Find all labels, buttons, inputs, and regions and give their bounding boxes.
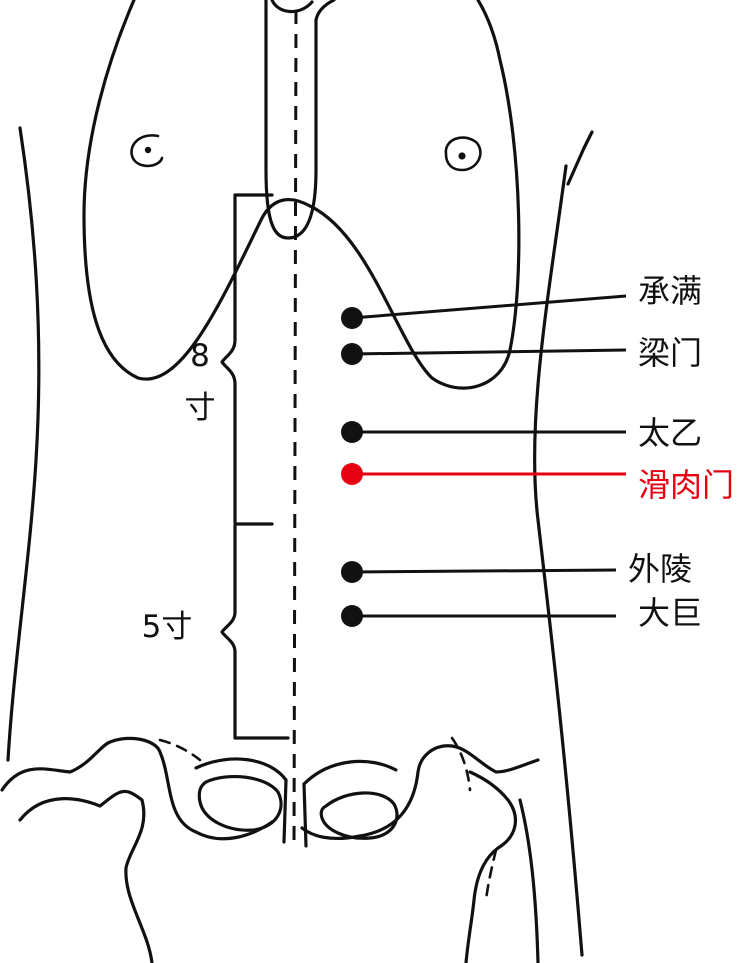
sternum-outline [264, 0, 336, 240]
left-pubis [194, 757, 288, 844]
acupoint-label-wailing: 外陵 [628, 550, 692, 588]
clavicle-notch [270, 0, 314, 14]
right-femur-shaft [518, 798, 540, 963]
left-nipple-icon [130, 134, 164, 168]
sternum [264, 0, 336, 240]
bracket-upper [220, 193, 274, 524]
right-obturator [319, 791, 399, 840]
right-arm-contour [566, 130, 594, 186]
anterior-midline [292, 9, 298, 851]
acupoint-dot-chengman [341, 307, 363, 329]
leader-line-wailing [351, 568, 617, 574]
acupoint-label-huaroumen: 滑肉门 [638, 466, 734, 504]
right-nipple-dot [458, 152, 466, 160]
right-pubis [302, 759, 398, 848]
lower-measure-label: 5寸 [142, 609, 193, 645]
acupoint-dot-wailing [341, 561, 363, 583]
acupoint-huaroumen: 滑肉门 [341, 463, 734, 504]
left-nipple-dot [144, 146, 152, 154]
acupoint-dot-liangmen [341, 343, 363, 365]
left-obturator [197, 774, 283, 832]
acupoint-label-chengman: 承满 [638, 272, 702, 310]
right-torso-contour [532, 164, 584, 957]
upper-measure-number: 8 [190, 338, 210, 374]
bracket-lower [220, 524, 290, 740]
leader-line-liangmen [351, 348, 627, 356]
pelvis [0, 736, 540, 963]
acupoint-label-taiyi: 太乙 [638, 414, 702, 452]
acupoint-dot-daju [341, 605, 363, 627]
right-acetabulum-dash [450, 736, 472, 792]
right-femur-head [464, 770, 517, 963]
left-femur-head [18, 789, 154, 963]
measurement-bracket [220, 193, 290, 740]
left-ilium [0, 736, 274, 841]
acupoint-chengman: 承满 [341, 272, 702, 329]
leader-line-chengman [351, 294, 627, 320]
left-torso-contour [6, 126, 41, 762]
left-acetabulum-dash [158, 738, 202, 762]
acupoint-wailing: 外陵 [341, 550, 692, 588]
acupoint-liangmen: 梁门 [341, 334, 702, 372]
acupoint-dot-huaroumen [341, 463, 363, 485]
acupoint-dot-taiyi [341, 421, 363, 443]
right-femur-dash [484, 848, 498, 902]
upper-measure-unit: 寸 [185, 390, 216, 426]
acupoint-label-daju: 大巨 [638, 594, 702, 632]
body-outline [6, 126, 594, 957]
right-nipple-icon [444, 136, 482, 172]
rib-cage-outline [82, 0, 521, 390]
acupoint-taiyi: 太乙 [341, 414, 702, 452]
rib-cage [82, 0, 521, 390]
right-ilium [300, 744, 540, 841]
acupoint-daju: 大巨 [341, 594, 702, 632]
acupoint-label-liangmen: 梁门 [638, 334, 702, 372]
